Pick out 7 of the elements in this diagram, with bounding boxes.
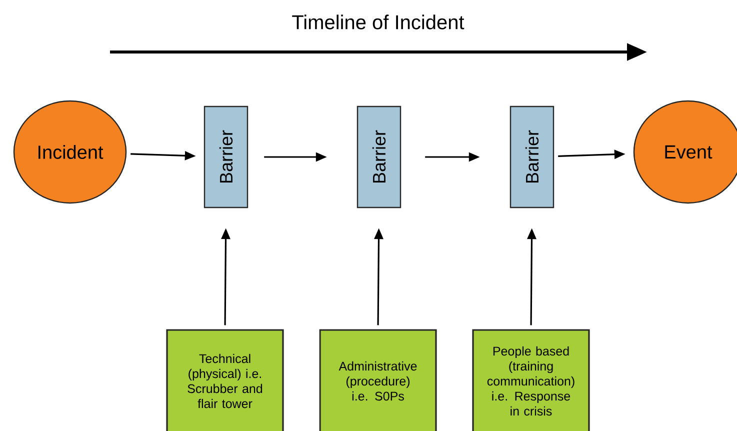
control-box: Administrative (procedure) i.e. S0Ps bbox=[319, 329, 437, 431]
barrier-box: Barrier bbox=[204, 106, 248, 208]
barrier-box: Barrier bbox=[510, 106, 554, 208]
barrier-box: Barrier bbox=[356, 106, 402, 208]
title: Timeline of Incident bbox=[292, 14, 464, 30]
control-box: Technical (physical) i.e. Scrubber and flair tower bbox=[166, 329, 284, 431]
control-box: People based (training communication) i.e. Response in crisis bbox=[472, 329, 590, 431]
